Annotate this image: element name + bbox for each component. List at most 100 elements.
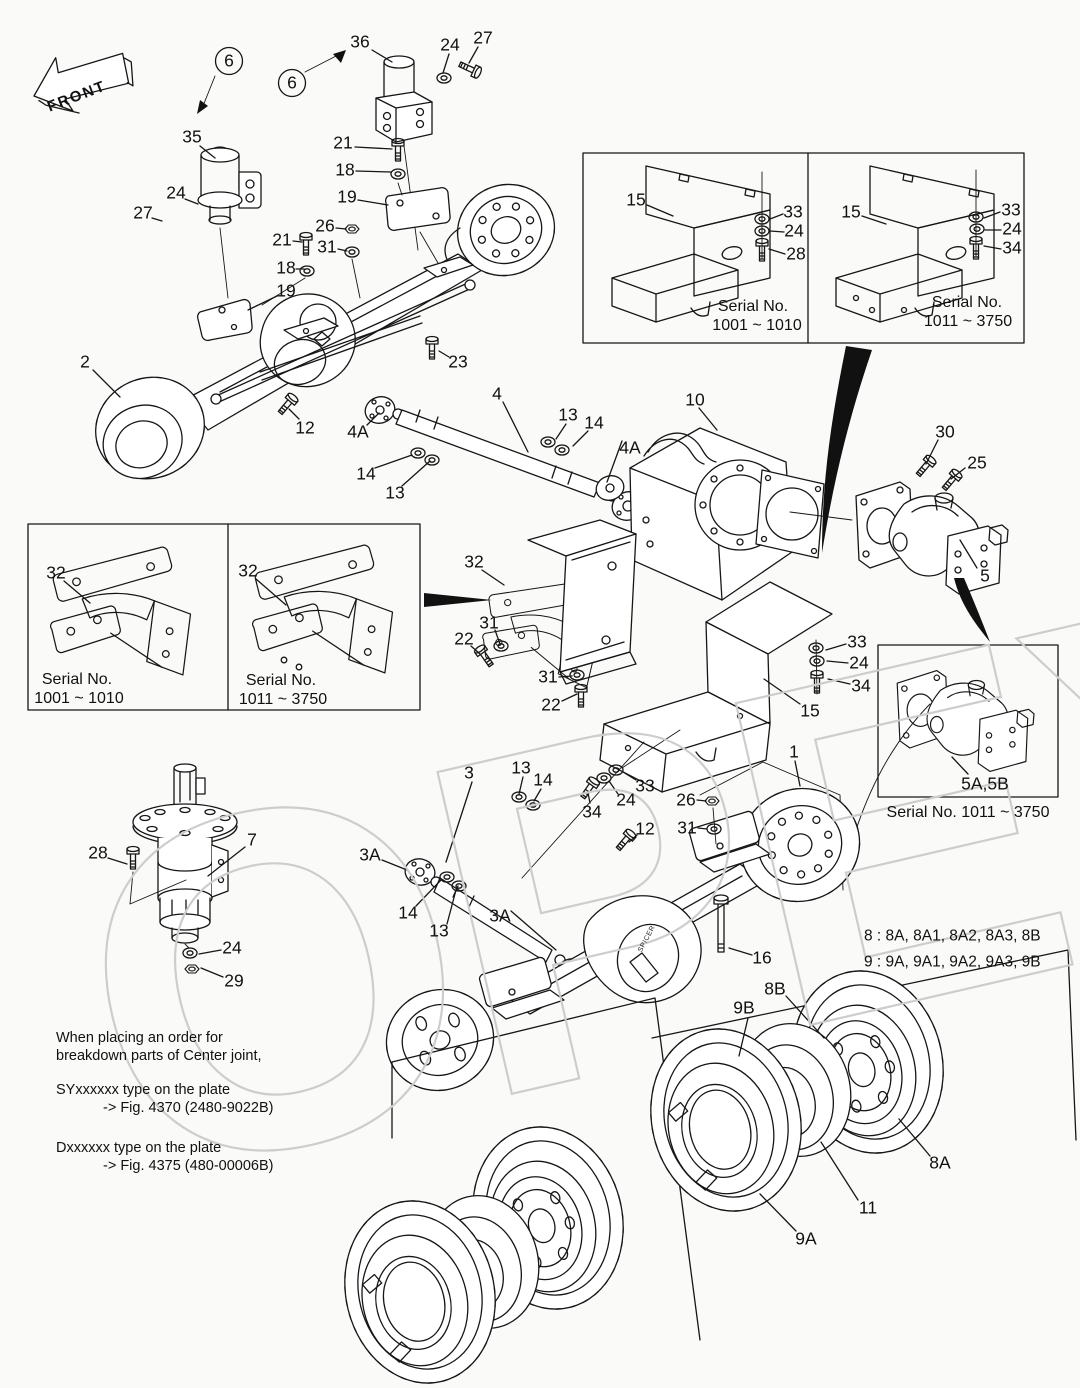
callout-13: 13 <box>511 757 531 778</box>
callout-14: 14 <box>533 769 553 790</box>
front-axle-assembly <box>95 183 556 480</box>
tire-note-8: 8 : 8A, 8A1, 8A2, 8A3, 8B <box>864 927 1041 945</box>
callout-1001-1010: 1001 ~ 1010 <box>712 317 802 334</box>
pump-box <box>853 644 1059 837</box>
callout-12: 12 <box>295 417 315 438</box>
callout-31: 31 <box>677 817 697 838</box>
order-note-3: SYxxxxxx type on the plate <box>56 1081 231 1098</box>
callout-14: 14 <box>356 463 376 484</box>
callout-2: 2 <box>80 351 90 372</box>
pump-box-serial: Serial No. 1011 ~ 3750 <box>886 804 1050 821</box>
bracket-15-main <box>521 581 833 879</box>
callout-27: 27 <box>473 27 493 48</box>
callout-32: 32 <box>464 551 484 572</box>
callout-1: 1 <box>789 741 799 762</box>
callout-35: 35 <box>182 126 202 147</box>
callout-14: 14 <box>584 412 604 433</box>
callout-33: 33 <box>1001 199 1021 220</box>
callout-24: 24 <box>222 937 242 958</box>
callout-21: 21 <box>333 132 353 153</box>
view-ref-6-left: 6 <box>224 50 234 71</box>
callout-24: 24 <box>784 220 804 241</box>
view-ref-circles <box>197 46 346 114</box>
callout-24: 24 <box>616 789 636 810</box>
callout-26: 26 <box>676 789 696 810</box>
callout-18: 18 <box>276 257 296 278</box>
callout-8A: 8A <box>929 1152 951 1173</box>
callout-24: 24 <box>166 182 186 203</box>
callout-33: 33 <box>635 775 655 796</box>
callout-31: 31 <box>538 666 558 687</box>
callout-36: 36 <box>350 31 370 52</box>
callout-13: 13 <box>429 920 449 941</box>
callout-3A: 3A <box>359 844 381 865</box>
callout-19: 19 <box>337 186 357 207</box>
callout-31: 31 <box>479 612 499 633</box>
tire-note-9: 9 : 9A, 9A1, 9A2, 9A3, 9B <box>864 953 1041 971</box>
callout-19: 19 <box>276 280 296 301</box>
callout-4: 4 <box>492 383 502 404</box>
callout-1011-3750: 1011 ~ 3750 <box>238 691 328 708</box>
front-arrow <box>33 52 134 114</box>
pump-box-part-label: 5A,5B <box>961 773 1009 794</box>
leader-lines <box>63 46 1002 1232</box>
order-note-2: breakdown parts of Center joint, <box>56 1047 262 1064</box>
callout-9A: 9A <box>795 1228 817 1249</box>
callout-Serial-No-: Serial No. <box>931 294 1003 311</box>
callout-22: 22 <box>541 694 561 715</box>
order-note-6: -> Fig. 4375 (480-00006B) <box>103 1157 274 1174</box>
callout-9B: 9B <box>733 997 755 1018</box>
order-note-1: When placing an order for <box>56 1029 223 1046</box>
callout-34: 34 <box>1002 237 1022 258</box>
part-35-bracket-pin <box>197 146 262 299</box>
callout-1011-3750: 1011 ~ 3750 <box>923 313 1013 330</box>
callout-28: 28 <box>88 842 108 863</box>
center-joint-7 <box>126 763 238 974</box>
callout-18: 18 <box>335 159 355 180</box>
view-ref-6-right: 6 <box>287 72 297 93</box>
order-note-5: Dxxxxxx type on the plate <box>56 1139 222 1156</box>
callout-33: 33 <box>847 631 867 652</box>
callout-34: 34 <box>851 675 871 696</box>
callout-13: 13 <box>385 482 405 503</box>
callout-24: 24 <box>1002 218 1022 239</box>
callout-25: 25 <box>967 452 987 473</box>
callout-32: 32 <box>46 562 66 583</box>
swoosh-arrows <box>822 346 990 642</box>
callout-8B: 8B <box>764 978 786 999</box>
callout-31: 31 <box>317 236 337 257</box>
callout-28: 28 <box>786 243 806 264</box>
callout-4A: 4A <box>619 437 641 458</box>
callout-22: 22 <box>454 628 474 649</box>
callout-21: 21 <box>272 229 292 250</box>
callout-15: 15 <box>841 201 861 222</box>
callout-27: 27 <box>133 202 153 223</box>
callout-30: 30 <box>935 421 955 442</box>
callout-33: 33 <box>783 201 803 222</box>
callout-Serial-No-: Serial No. <box>41 671 113 688</box>
order-note-4: -> Fig. 4370 (2480-9022B) <box>103 1099 274 1116</box>
wheel-group-right <box>631 954 963 1228</box>
callout-26: 26 <box>315 215 335 236</box>
callout-24: 24 <box>440 34 460 55</box>
callout-13: 13 <box>558 404 578 425</box>
left-serial-boxes <box>27 523 492 711</box>
callout-7: 7 <box>247 829 257 850</box>
callout-15: 15 <box>800 700 820 721</box>
callout-3A: 3A <box>489 905 511 926</box>
part-36-bracket-pin <box>375 55 484 251</box>
support-bracket <box>527 519 637 685</box>
callout-3: 3 <box>464 762 474 783</box>
callout-29: 29 <box>224 970 244 991</box>
rear-axle-assembly-1 <box>385 761 861 1092</box>
callout-5: 5 <box>980 565 990 586</box>
callout-14: 14 <box>398 902 418 923</box>
callout-23: 23 <box>448 351 468 372</box>
callout-4A: 4A <box>347 421 369 442</box>
callout-34: 34 <box>582 801 602 822</box>
callout-15: 15 <box>626 189 646 210</box>
callout-12: 12 <box>635 818 655 839</box>
